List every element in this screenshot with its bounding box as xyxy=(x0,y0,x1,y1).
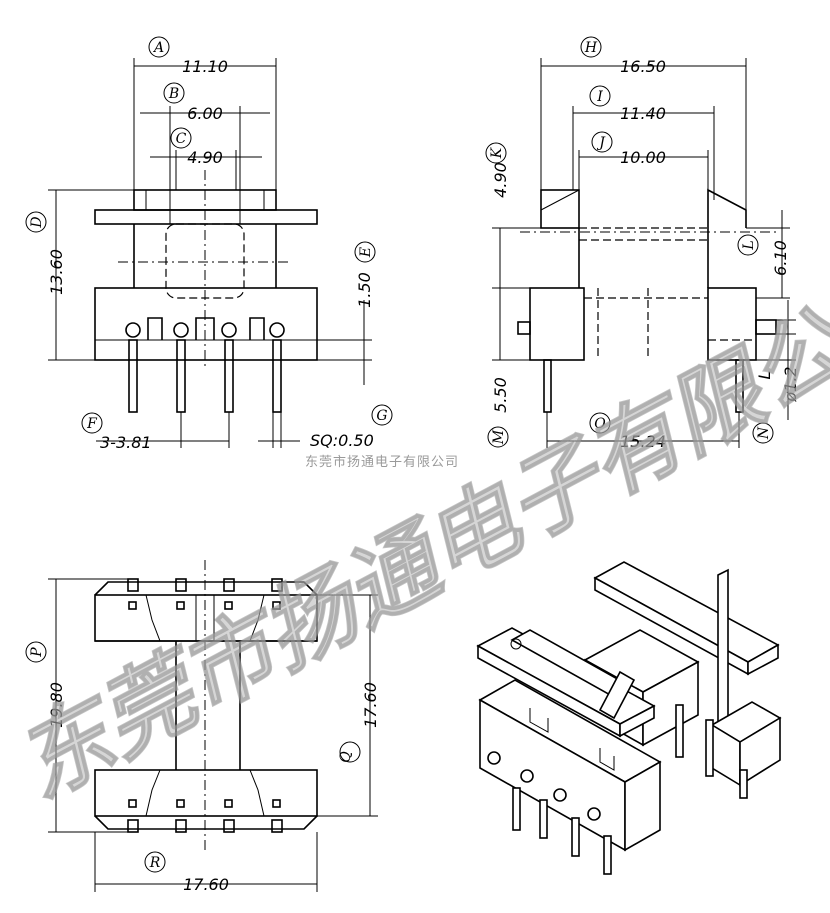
label-g: G xyxy=(376,408,387,424)
label-c: C xyxy=(176,131,187,147)
dim-p-value: 19.80 xyxy=(47,682,66,728)
label-a: A xyxy=(152,40,164,56)
front-view: 11.10 A 6.00 B 4.90 C 13.60 D 1.50 E xyxy=(25,36,393,452)
dim-a-value: 11.10 xyxy=(182,57,228,76)
dim-j-value: 10.00 xyxy=(620,148,666,167)
dim-l2-value: L xyxy=(755,371,774,380)
dim-k-value: 4.90 xyxy=(491,162,510,198)
label-k: K xyxy=(489,146,505,159)
label-j: J xyxy=(596,135,606,151)
label-l: L xyxy=(741,240,757,250)
label-i: I xyxy=(596,89,603,105)
watermark-small: 东莞市扬通电子有限公司 xyxy=(305,454,459,470)
dim-i-value: 11.40 xyxy=(620,104,666,123)
isometric-view xyxy=(476,561,782,875)
dim-c-value: 4.90 xyxy=(187,148,223,167)
dim-e-value: 1.50 xyxy=(355,272,374,308)
label-e: E xyxy=(358,247,374,258)
label-o: O xyxy=(594,416,606,432)
dim-l-value: 6.10 xyxy=(771,240,790,276)
dim-o-value: 15.24 xyxy=(620,432,666,451)
dim-h-value: 16.50 xyxy=(620,57,666,76)
bottom-view: 19.80 P 17.60 Q 17.60 R xyxy=(25,560,380,894)
dim-r-value: 17.60 xyxy=(183,875,229,894)
label-p: P xyxy=(29,647,45,658)
label-m: M xyxy=(491,429,507,445)
dim-d-value: 13.60 xyxy=(47,249,66,295)
dim-m-value: 5.50 xyxy=(491,377,510,413)
label-h: H xyxy=(584,40,598,56)
side-view: 16.50 H 11.40 I 10.00 J 4.90 K 5.50 M xyxy=(485,36,800,451)
label-n: N xyxy=(756,426,772,440)
label-r: R xyxy=(149,855,161,871)
dim-b-value: 6.00 xyxy=(187,104,223,123)
dim-f-value: 3-3.81 xyxy=(100,433,152,452)
label-b: B xyxy=(168,86,179,102)
dim-n-value: ø1.2 xyxy=(781,366,800,402)
label-f: F xyxy=(86,416,98,432)
dim-q-value: 17.60 xyxy=(361,682,380,728)
dim-g-value: SQ:0.50 xyxy=(310,431,374,450)
label-d: D xyxy=(29,216,45,228)
label-q: Q xyxy=(338,751,354,763)
